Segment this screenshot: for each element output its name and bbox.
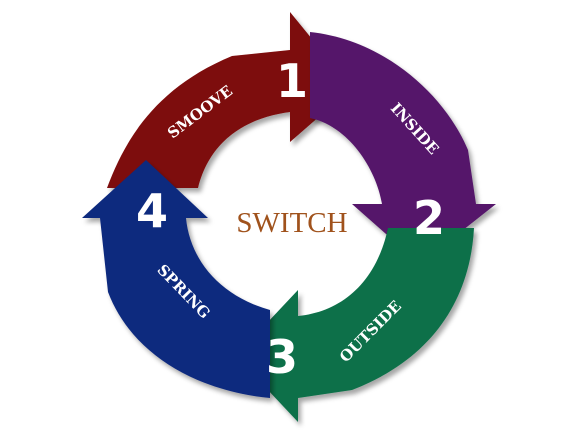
segment-1: [107, 12, 352, 188]
segment-1-number: 1: [276, 54, 308, 108]
segment-2-arrow: [310, 32, 496, 264]
segment-4-arrow: [82, 160, 270, 398]
segment-3: [236, 228, 474, 422]
segment-3-arrow: [236, 228, 474, 422]
segment-2-number: 2: [413, 191, 445, 245]
segment-1-arrow: [107, 12, 352, 188]
segment-4-number: 4: [136, 184, 168, 238]
center-title: SWITCH: [236, 207, 347, 239]
segment-4: [82, 160, 270, 398]
segment-2: [310, 32, 496, 264]
segment-3-number: 3: [266, 330, 298, 384]
